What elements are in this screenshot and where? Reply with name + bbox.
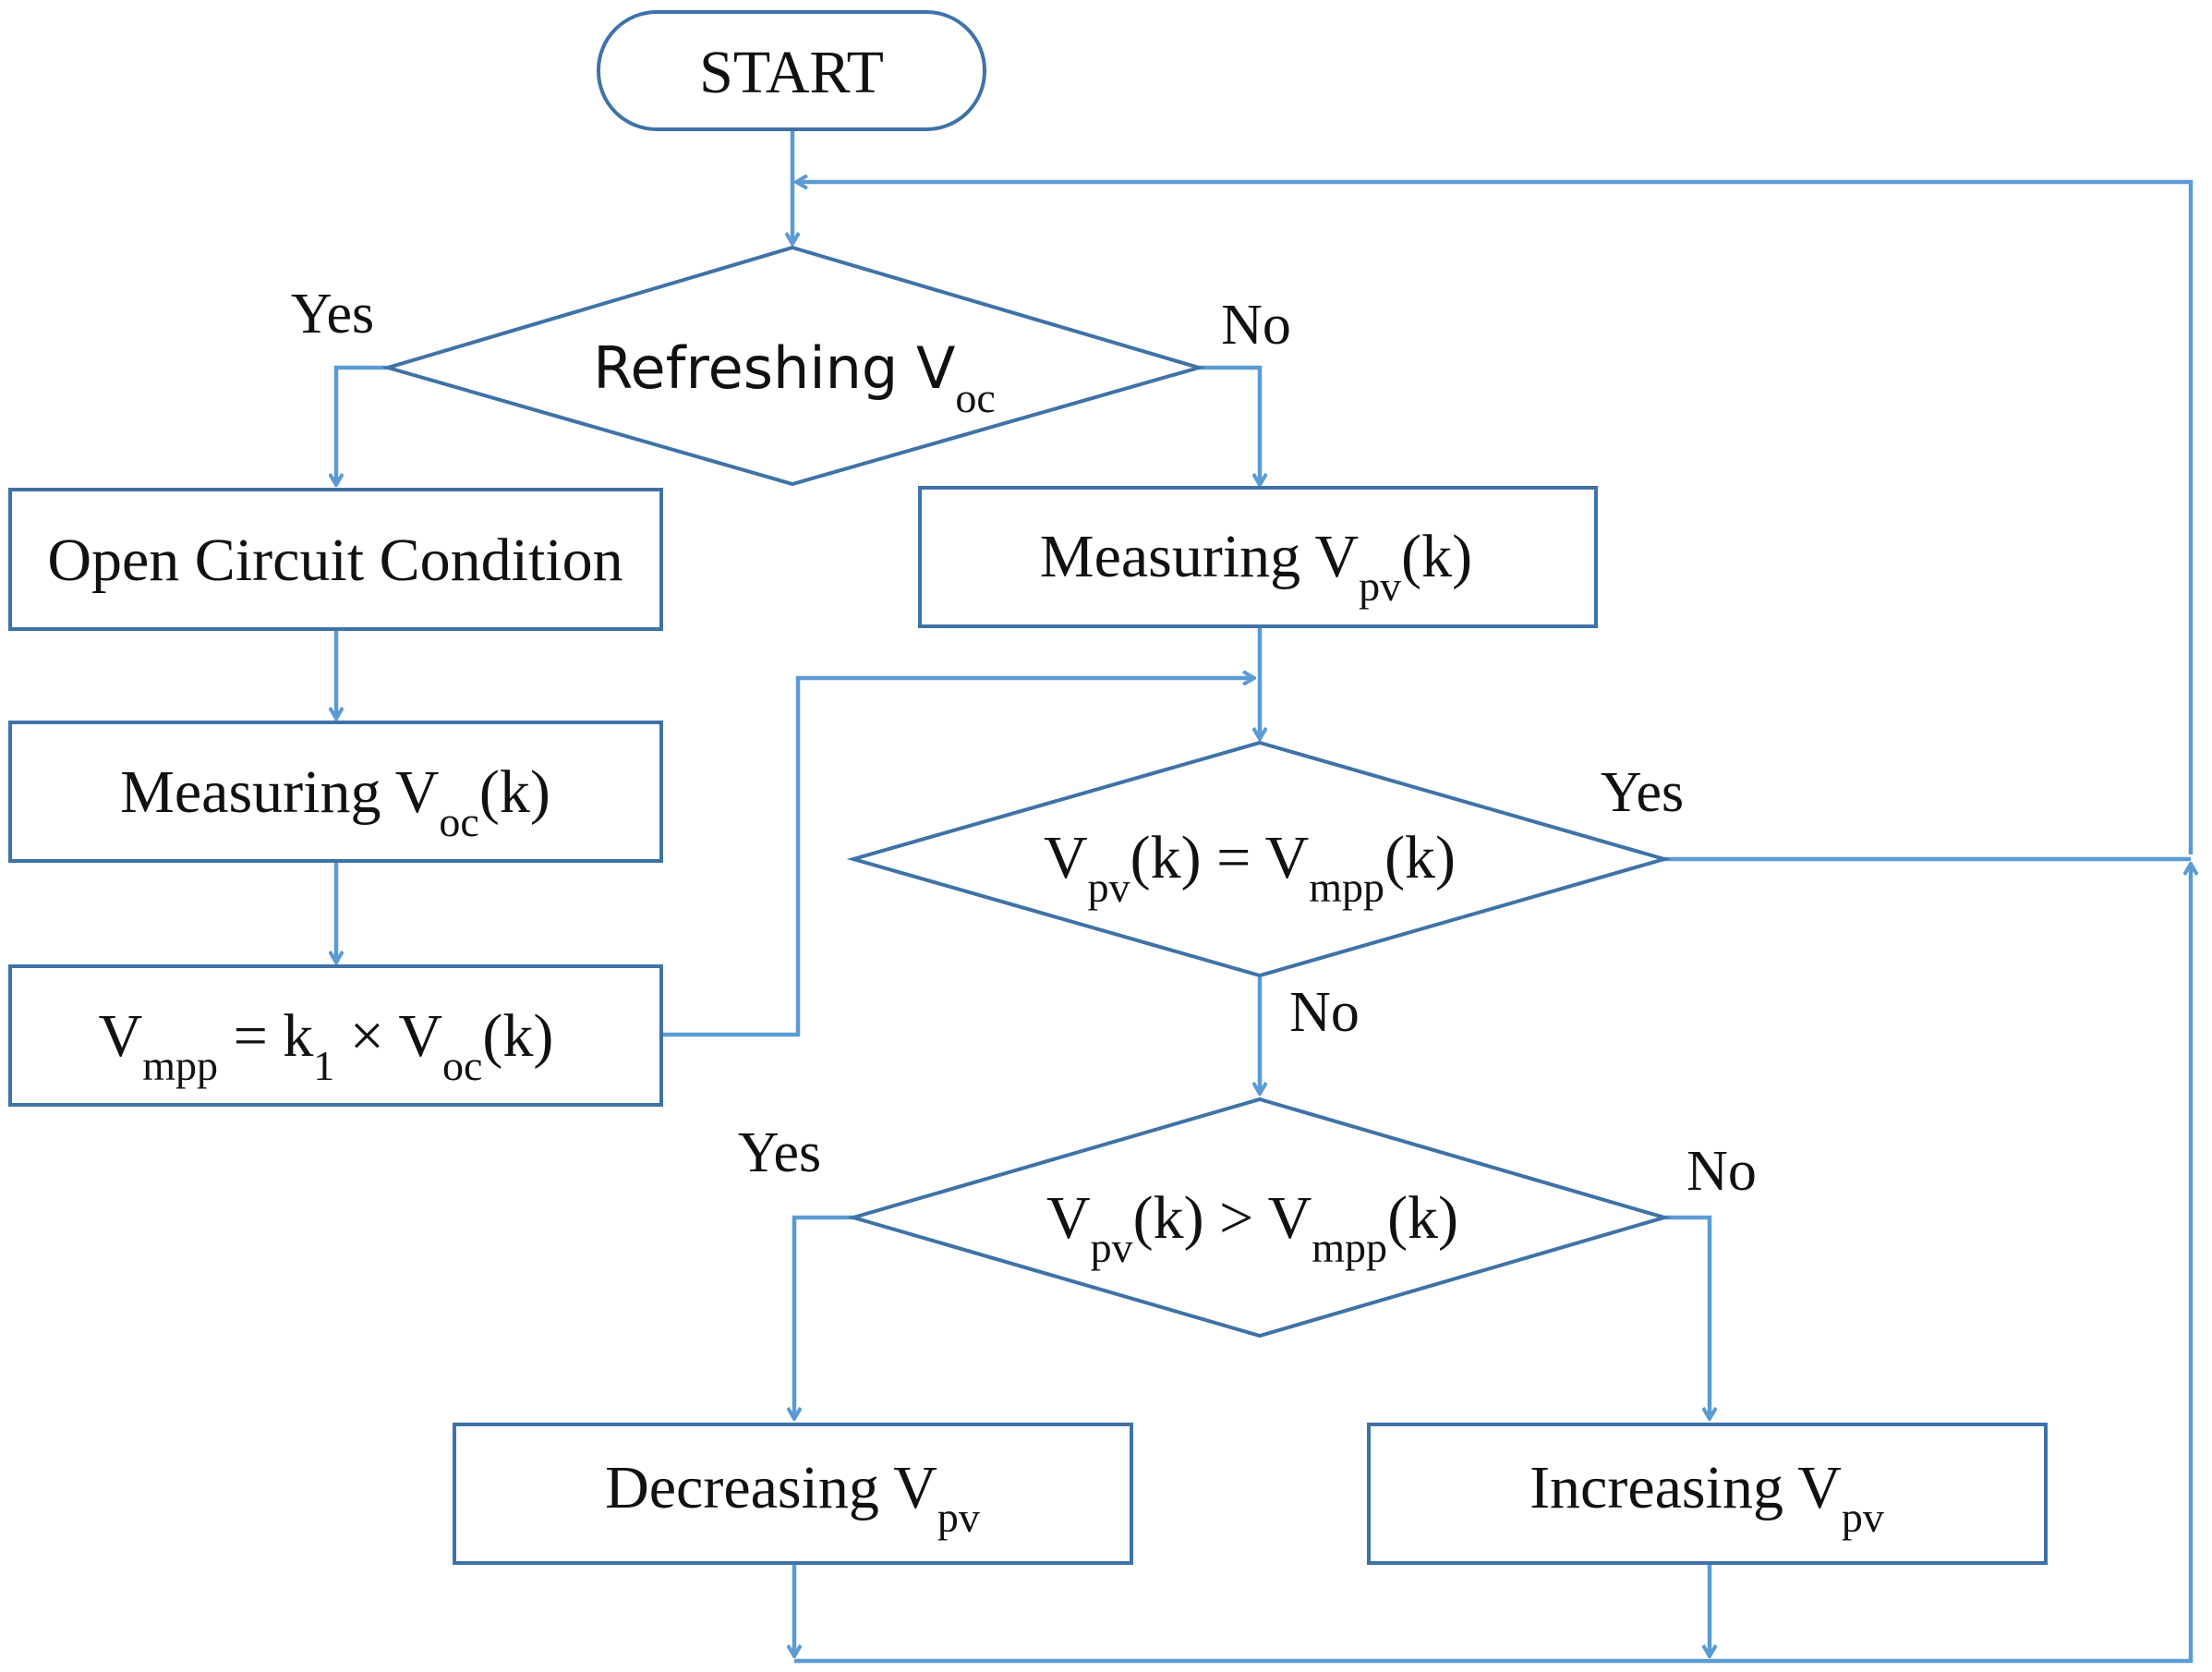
edge-vmpp-to-merge <box>661 678 1254 1037</box>
decreasing-vpv-label: Decreasing Vpv <box>605 1454 980 1541</box>
start-node: START <box>597 10 986 131</box>
edge-loop-back-top <box>796 182 2194 854</box>
edge-label-refresh-no: No <box>1221 294 1291 357</box>
measuring-vpv-label: Measuring Vpv(k) <box>1040 523 1472 610</box>
edge-refresh-yes <box>336 365 388 485</box>
decision-refreshing-voc-label: Refreshing Voc <box>593 334 996 421</box>
process-increasing-vpv: Increasing Vpv <box>1367 1423 2048 1565</box>
edge-label-refresh-yes: Yes <box>291 283 374 345</box>
decision-vpv-greater-vmpp: Vpv(k) > Vmpp(k) <box>846 1096 1672 1339</box>
start-label: START <box>699 39 884 106</box>
edge-label-equal-no: No <box>1289 981 1360 1044</box>
decision-vpv-equals-vmpp: Vpv(k) = Vmpp(k) <box>846 740 1672 978</box>
process-vmpp-equation: Vmpp = k1 × Voc(k) <box>8 964 663 1107</box>
edge-bottom-return <box>794 864 2191 1664</box>
greater-check-label: Vpv(k) > Vmpp(k) <box>1046 1184 1458 1271</box>
decision-refreshing-voc: Refreshing Voc <box>381 245 1206 487</box>
edge-label-greater-yes: Yes <box>738 1121 821 1184</box>
edge-greater-no <box>1664 1215 1710 1419</box>
equal-check-label: Vpv(k) = Vmpp(k) <box>1044 824 1456 911</box>
process-open-circuit-condition: Open Circuit Condition <box>8 488 663 631</box>
process-measuring-vpv: Measuring Vpv(k) <box>918 486 1598 628</box>
measuring-voc-label: Measuring Voc(k) <box>120 758 550 845</box>
process-measuring-voc: Measuring Voc(k) <box>8 721 663 863</box>
increasing-vpv-label: Increasing Vpv <box>1529 1454 1884 1541</box>
edge-label-greater-no: No <box>1686 1140 1757 1203</box>
vmpp-equation-label: Vmpp = k1 × Voc(k) <box>99 1002 554 1089</box>
edge-greater-yes <box>794 1215 853 1419</box>
process-decreasing-vpv: Decreasing Vpv <box>453 1423 1133 1565</box>
edge-label-equal-yes: Yes <box>1601 761 1684 824</box>
connectors <box>336 129 2194 1664</box>
open-circuit-label: Open Circuit Condition <box>47 527 623 594</box>
edge-refresh-no <box>1199 365 1260 485</box>
